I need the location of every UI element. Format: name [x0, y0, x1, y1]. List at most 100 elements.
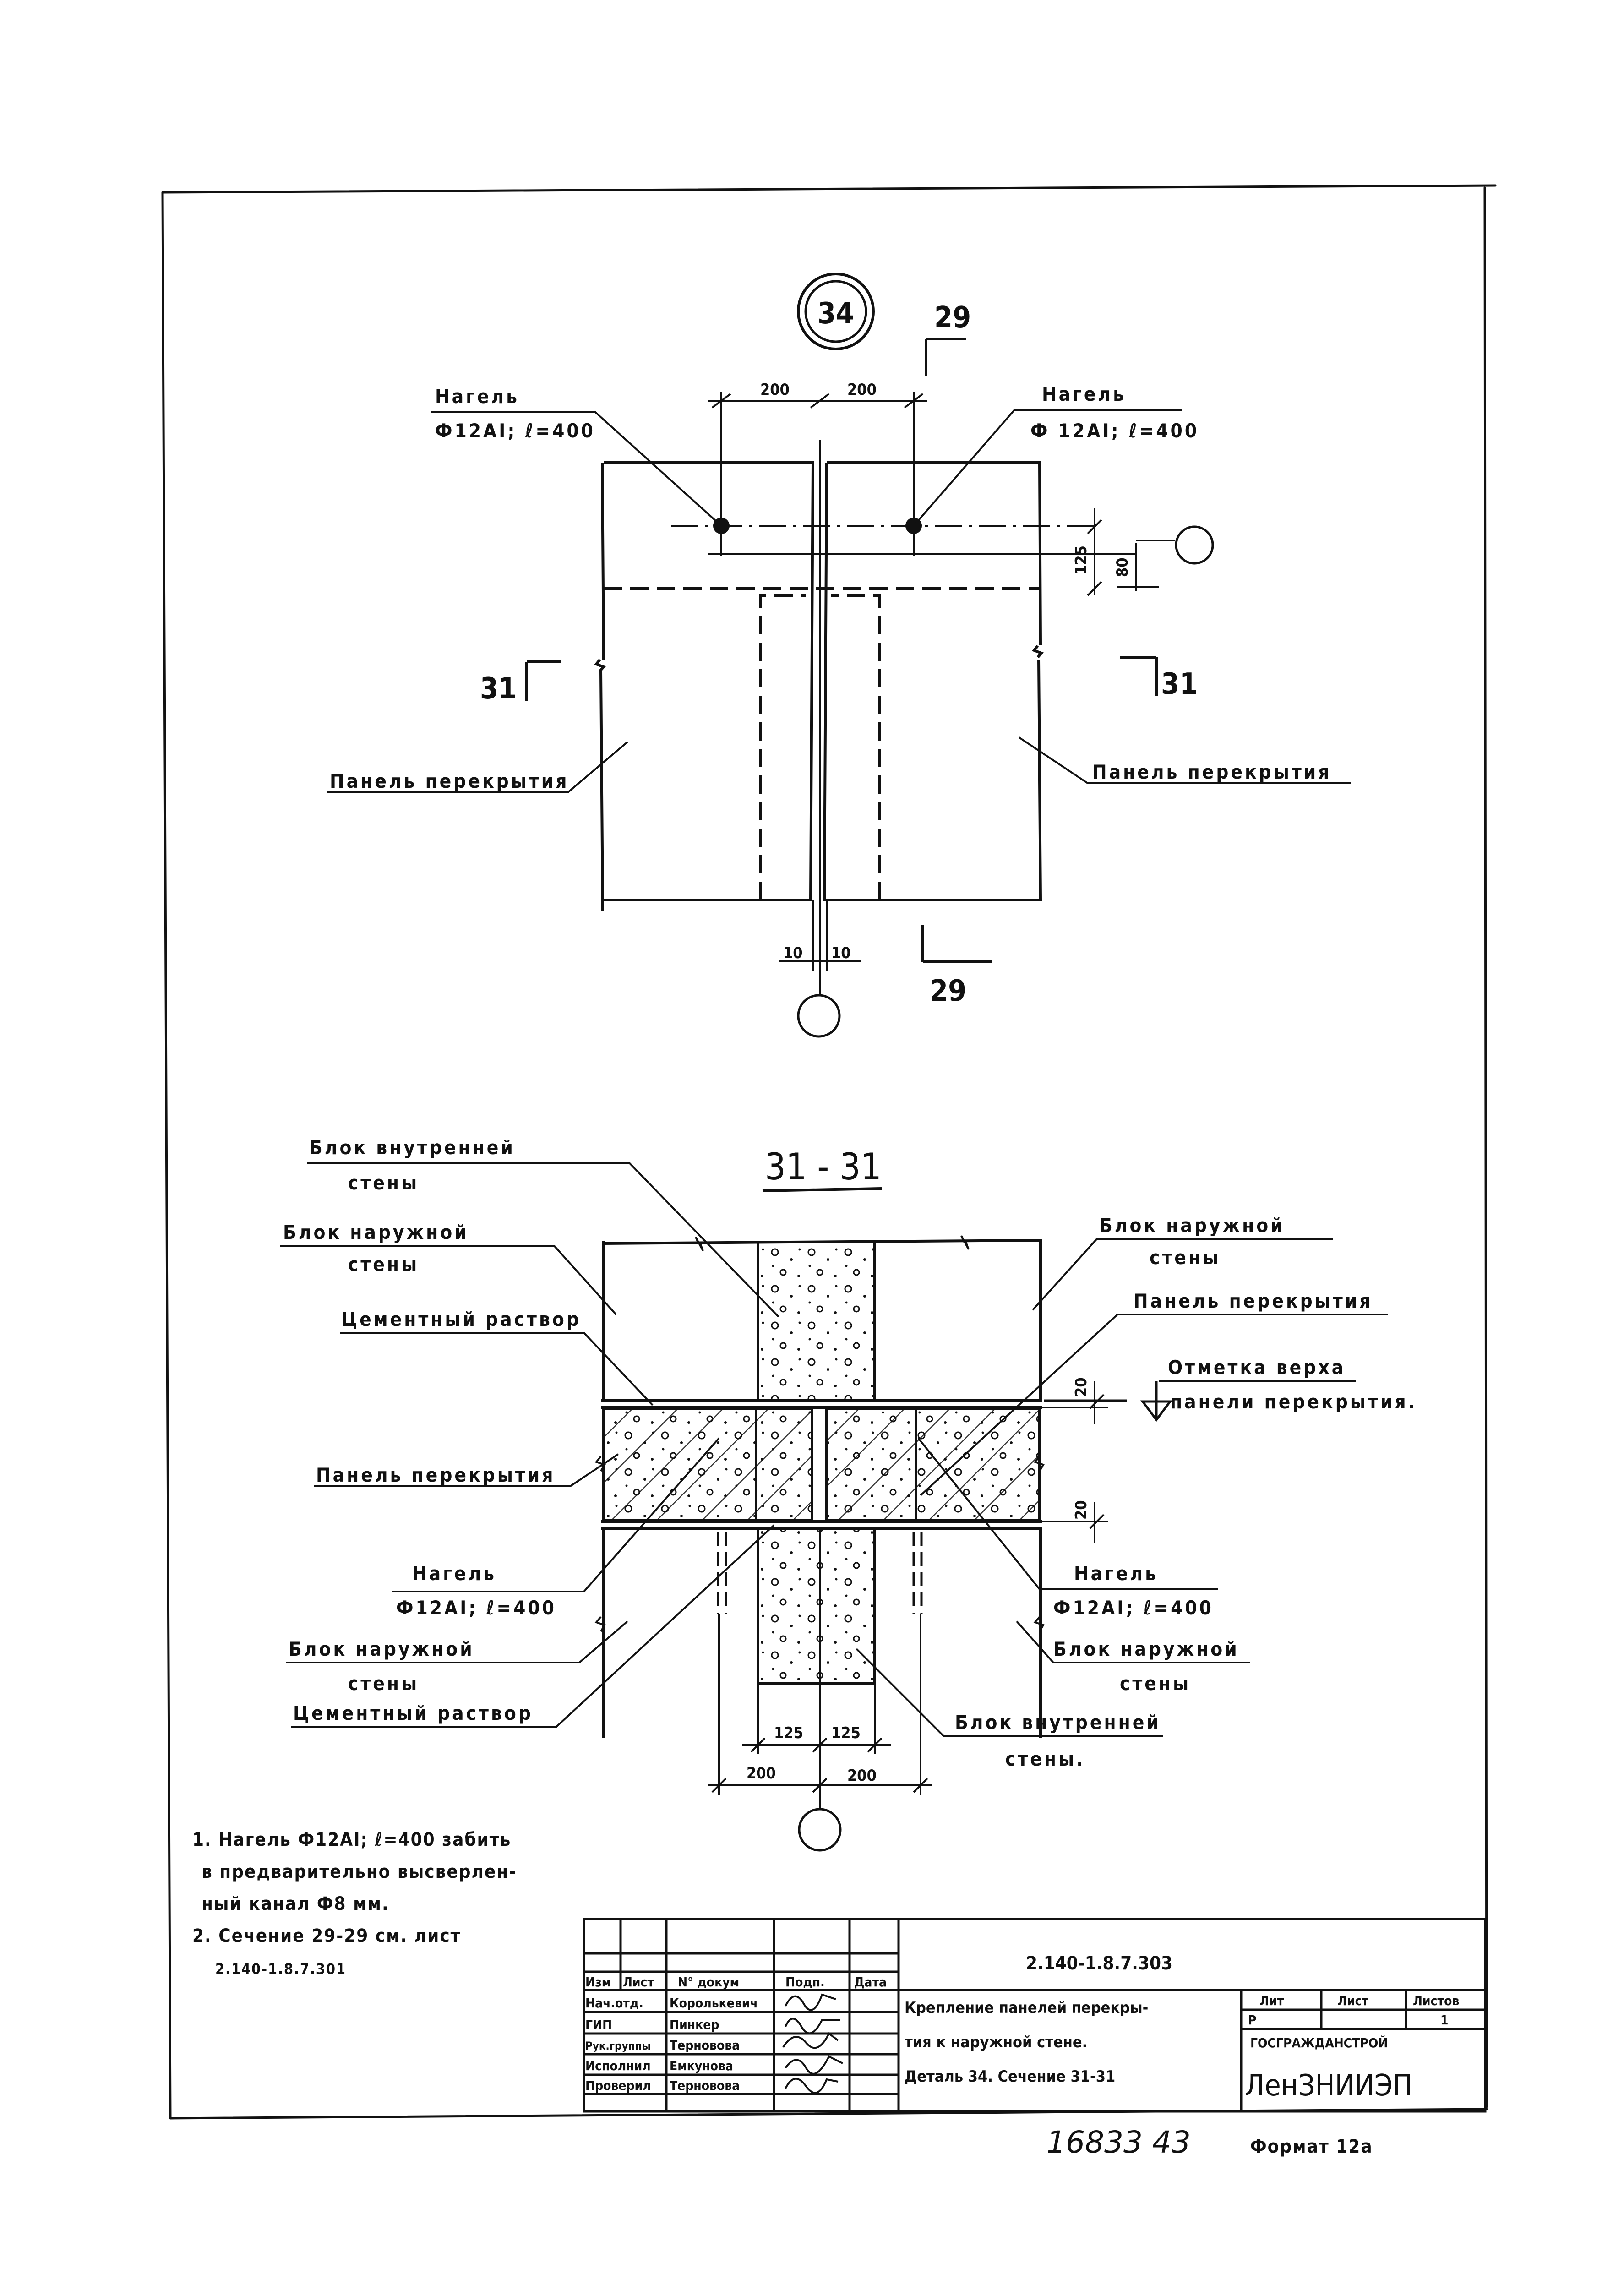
plan-right-circle [1175, 525, 1214, 565]
outer-block-top-right-line2: стены [1150, 1246, 1221, 1269]
tb-sheet-header: Лист [1337, 1993, 1368, 2008]
section-31-31: 31 - 31 [280, 1136, 1415, 1852]
detail-34-plan: 34 29 29 Нагел [327, 273, 1351, 1038]
tb-description-1: Крепление панелей перекры- [905, 1999, 1148, 2017]
tb-role-4: Исполнил [585, 2058, 651, 2073]
section-bottom-circle [798, 1808, 842, 1852]
upper-wall [602, 1235, 1042, 1402]
dim-20-bottom: 20 [1072, 1500, 1090, 1520]
note-line-3: ный канал Ф8 мм. [202, 1893, 389, 1914]
plan-top-dimensions [708, 392, 927, 556]
plan-bottom-circle [797, 994, 841, 1038]
tb-signatures [782, 1993, 843, 2094]
outer-block-bottom-right-leader [1016, 1620, 1250, 1663]
tb-role-2: ГИП [585, 2017, 612, 2032]
section-panel-left-leader [314, 1453, 619, 1487]
tb-name-2: Пинкер [670, 2017, 719, 2032]
tb-org: ЛенЗНИИЭП [1245, 2069, 1412, 2103]
nagel-right-leader [913, 409, 1182, 527]
plan-hidden-lines [604, 587, 1040, 900]
inner-block-bottom-line1: Блок внутренней [955, 1711, 1161, 1734]
nagel-left-leader [431, 411, 722, 527]
dim-200-right: 200 [847, 1767, 877, 1785]
note-line-2: в предварительно высверлен- [202, 1861, 517, 1882]
tb-sheets-total: 1 [1440, 2012, 1449, 2028]
outer-block-top-left-line2: стены [348, 1253, 419, 1276]
section-mark-31-left-label: 31 [480, 672, 517, 706]
plan-dim-125: 125 [1072, 545, 1090, 575]
tb-header-sign: Подп. [785, 1974, 825, 1990]
plan-dim-right: 200 [847, 381, 877, 399]
footer-number: 16833 43 [1046, 2125, 1191, 2160]
tb-org-parent: ГОСГРАЖДАНСТРОЙ [1250, 2035, 1388, 2051]
inner-block-top-line1: Блок внутренней [309, 1136, 515, 1159]
inner-block-bottom-leader [856, 1648, 1163, 1737]
section-panel-right-label: Панель перекрытия [1134, 1290, 1373, 1312]
plan-panels [594, 440, 1044, 943]
section-cut-29-top [925, 338, 966, 376]
floor-slab [594, 1399, 1045, 1530]
section-nagel-left-line1: Нагель [412, 1562, 496, 1585]
tb-code: 2.140-1.8.7.303 [1026, 1953, 1172, 1974]
lower-wall [594, 1529, 1045, 1739]
cement-top-label: Цементный раствор [341, 1308, 581, 1331]
nagel-dashed-holes [717, 1532, 923, 1614]
outer-block-bottom-left-leader [286, 1620, 628, 1663]
nagel-right-line2: Ф 12АI; ℓ=400 [1030, 420, 1199, 442]
slab-thickness-dims [1042, 1381, 1108, 1543]
section-title: 31 - 31 [765, 1145, 882, 1188]
nagel-left-line1: Нагель [435, 385, 519, 408]
section-nagel-right-leader [917, 1437, 1218, 1590]
plan-right-dimensions [1087, 508, 1175, 596]
outer-block-bottom-right-line2: стены [1120, 1672, 1191, 1695]
outer-block-top-left-line1: Блок наружной [283, 1221, 469, 1243]
tb-sheets-header: Листов [1413, 1993, 1459, 2008]
section-bottom-dimensions [708, 1614, 932, 1809]
section-cut-29-top-label: 29 [934, 301, 971, 335]
inner-block-bottom [758, 1530, 875, 1683]
tb-stage: Р [1248, 2012, 1256, 2028]
section-panel-right-leader [920, 1314, 1388, 1496]
plan-gap-left: 10 [783, 944, 803, 962]
tb-header-doc: N° докум [678, 1974, 739, 1990]
tb-role-5: Проверил [585, 2078, 651, 2093]
dim-125-right: 125 [831, 1724, 861, 1742]
tb-stage-header: Лит [1259, 1993, 1284, 2008]
outer-block-bottom-left-line2: стены [348, 1672, 419, 1695]
plan-panel-right-label: Панель перекрытия [1092, 761, 1332, 783]
outer-block-top-left-leader [280, 1245, 617, 1315]
inner-block-top [758, 1241, 875, 1399]
outer-block-bottom-left-line1: Блок наружной [289, 1638, 474, 1660]
nagel-left-line2: Ф12АI; ℓ=400 [435, 420, 595, 442]
tb-description-3: Деталь 34. Сечение 31-31 [905, 2067, 1115, 2086]
tb-description-2: тия к наружной стене. [905, 2033, 1087, 2051]
tb-header-izm: Изм [585, 1974, 611, 1990]
inner-block-bottom-line2: стены. [1005, 1748, 1085, 1770]
cement-top-leader [340, 1332, 654, 1406]
section-mark-31-right [1120, 656, 1158, 696]
plan-panel-left-label: Панель перекрытия [330, 770, 569, 792]
section-mark-31-right-label: 31 [1161, 667, 1198, 701]
tb-name-3: Терновова [670, 2038, 740, 2053]
plan-panel-left-leader [327, 741, 628, 793]
detail-marker: 34 [797, 273, 875, 350]
cement-bottom-label: Цементный раствор [293, 1702, 533, 1724]
footer-format: Формат 12а [1250, 2136, 1373, 2157]
dim-20-top: 20 [1072, 1377, 1090, 1397]
section-title-underline [762, 1187, 882, 1192]
detail-number: 34 [817, 297, 854, 331]
section-nagel-left-line2: Ф12АI; ℓ=400 [396, 1597, 556, 1619]
title-block: Изм Лист N° докум Подп. Дата Нач.отд. ГИ… [583, 1918, 1487, 2113]
level-mark-line1: Отметка верха [1168, 1356, 1346, 1379]
tb-role-3: Рук.группы [585, 2040, 651, 2052]
tb-role-1: Нач.отд. [585, 1996, 643, 2011]
plan-panel-right-leader [1018, 736, 1351, 784]
note-line-1: 1. Нагель Ф12АI; ℓ=400 забить [192, 1829, 511, 1850]
outer-block-top-right-leader [1032, 1238, 1333, 1311]
tb-name-4: Емкунова [670, 2058, 733, 2073]
plan-dim-80: 80 [1113, 557, 1132, 577]
section-cut-29-bottom-label: 29 [930, 974, 966, 1008]
cement-bottom-leader [291, 1524, 775, 1728]
dim-200-left: 200 [747, 1764, 776, 1783]
tb-name-5: Терновова [670, 2078, 740, 2093]
